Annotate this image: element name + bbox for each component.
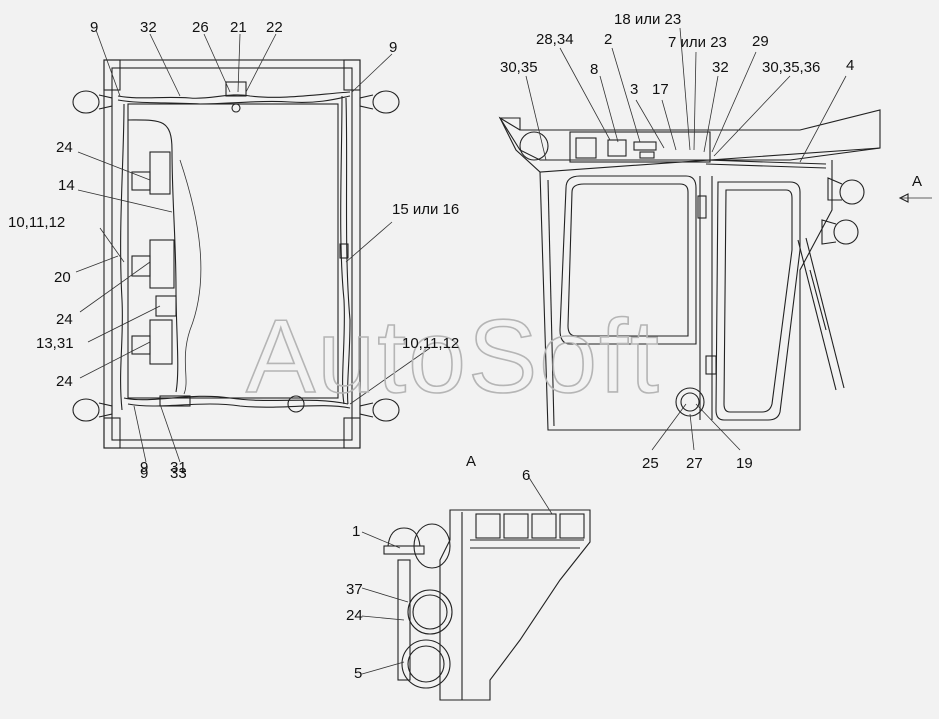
headlamp-icon bbox=[359, 398, 400, 422]
watermark: AutoSoft bbox=[246, 299, 661, 415]
callout-5: 5 bbox=[354, 665, 362, 682]
callout-24: 24 bbox=[346, 607, 363, 624]
callout-29: 29 bbox=[752, 33, 769, 50]
callout-33: 33 bbox=[170, 465, 187, 482]
callout-17: 17 bbox=[652, 81, 669, 98]
callout-32: 32 bbox=[712, 59, 729, 76]
callout-30-35-36: 30,35,36 bbox=[762, 59, 820, 76]
callout-24: 24 bbox=[56, 373, 73, 390]
callout-9: 9 bbox=[90, 19, 98, 36]
callout-27: 27 bbox=[686, 455, 703, 472]
callout-8: 8 bbox=[590, 61, 598, 78]
work-lamp-icon bbox=[827, 177, 865, 205]
callout-15-16: 15 или 16 bbox=[392, 201, 459, 218]
callout-14: 14 bbox=[58, 177, 75, 194]
callout-2: 2 bbox=[604, 31, 612, 48]
headlamp-icon bbox=[359, 90, 400, 114]
work-lamp-icon bbox=[821, 219, 859, 245]
callout-19: 19 bbox=[736, 455, 753, 472]
headlamp-icon bbox=[72, 398, 113, 422]
view-a bbox=[361, 475, 591, 701]
top-view bbox=[72, 29, 431, 463]
callout-9: 9 bbox=[140, 465, 148, 482]
callout-26: 26 bbox=[192, 19, 209, 36]
callout-20: 20 bbox=[54, 269, 71, 286]
callout-32: 32 bbox=[140, 19, 157, 36]
callout-28-34: 28,34 bbox=[536, 31, 574, 48]
callouts: 9 32 26 21 22 9 24 14 10,11,12 20 24 13,… bbox=[8, 11, 854, 682]
headlamp-icon bbox=[72, 90, 113, 114]
callout-22: 22 bbox=[266, 19, 283, 36]
view-a-arrow-label: A bbox=[912, 173, 922, 190]
callout-24: 24 bbox=[56, 139, 73, 156]
callout-37: 37 bbox=[346, 581, 363, 598]
callout-31: 31 bbox=[170, 459, 187, 476]
callout-9: 9 bbox=[389, 39, 397, 56]
callout-13-31: 13,31 bbox=[36, 335, 74, 352]
callout-9: 9 bbox=[140, 459, 148, 476]
view-a-title: A bbox=[466, 453, 476, 470]
beacon-icon bbox=[383, 527, 425, 555]
callout-7-23: 7 или 23 bbox=[668, 34, 727, 51]
callout-21: 21 bbox=[230, 19, 247, 36]
callout-10-11-12: 10,11,12 bbox=[8, 214, 65, 231]
lamp-icon bbox=[407, 589, 453, 635]
callout-6: 6 bbox=[522, 467, 530, 484]
callout-25: 25 bbox=[642, 455, 659, 472]
callout-1: 1 bbox=[352, 523, 360, 540]
callout-30-35: 30,35 bbox=[500, 59, 538, 76]
callout-10-11-12: 10,11,12 bbox=[402, 335, 459, 352]
callout-24: 24 bbox=[56, 311, 73, 328]
callout-18-23: 18 или 23 bbox=[614, 11, 681, 28]
callout-4: 4 bbox=[846, 57, 854, 74]
lamp-icon bbox=[401, 639, 451, 689]
side-view bbox=[498, 27, 932, 451]
callout-3: 3 bbox=[630, 81, 638, 98]
